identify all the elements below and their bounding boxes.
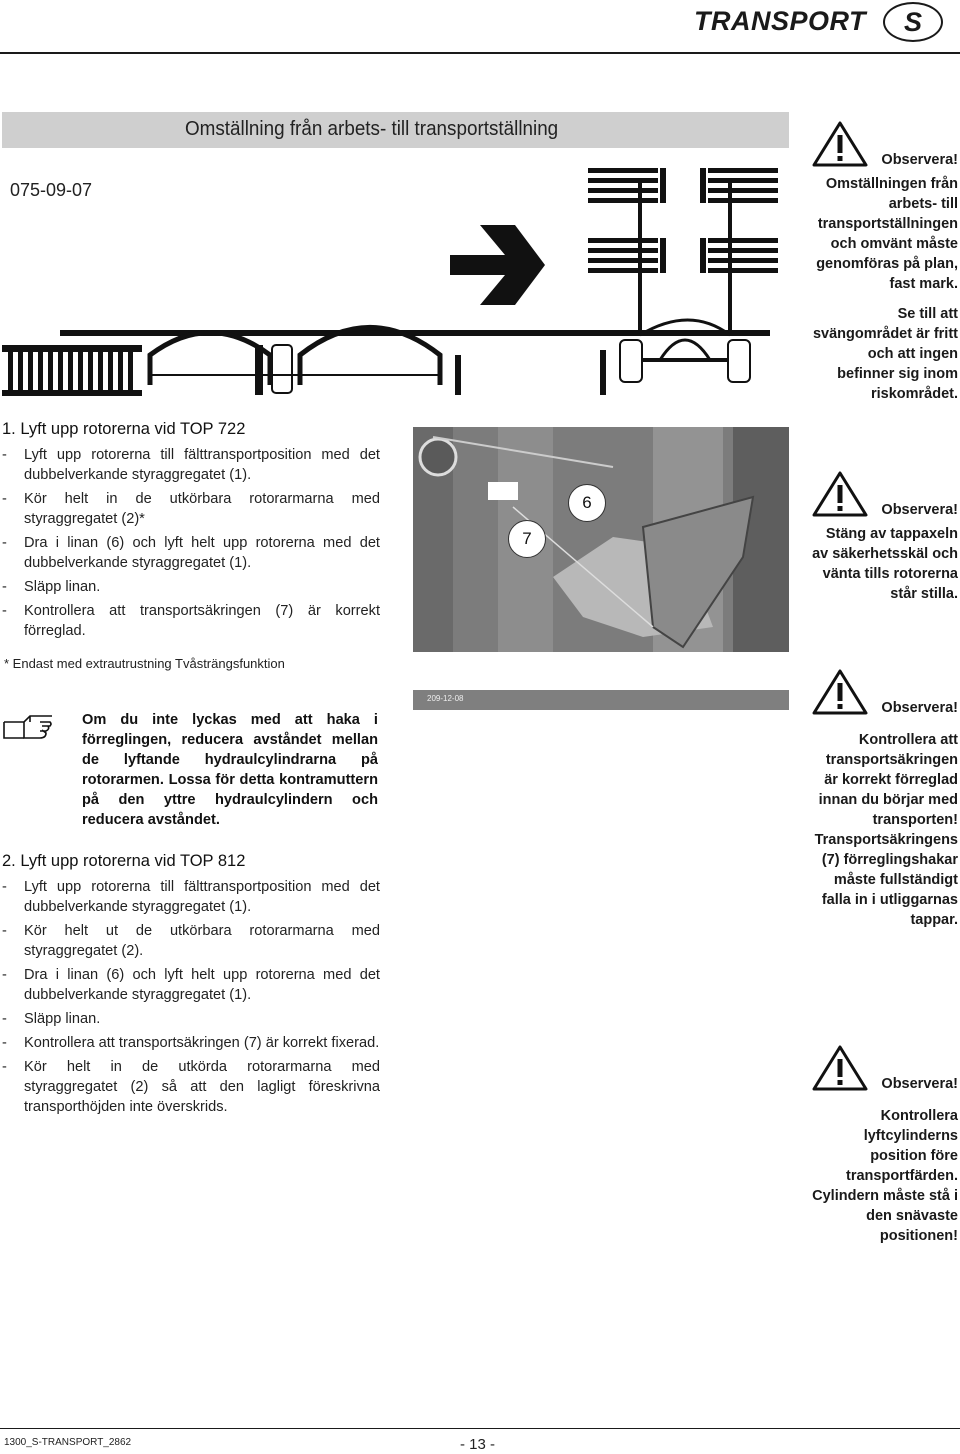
step2-heading: 2. Lyft upp rotorerna vid TOP 812: [2, 852, 246, 870]
list-item: -Kör helt in de utkörda rotorarmarna med…: [2, 1059, 380, 1115]
header-divider: [0, 52, 960, 54]
warning-body: Omställningen från arbets- till transpor…: [816, 176, 958, 292]
list-item: -Dra i linan (6) och lyft helt upp rotor…: [2, 967, 380, 1003]
photo-label-6: 6: [568, 484, 606, 522]
photo-label-7: 7: [508, 520, 546, 558]
warning-triangle-icon: [812, 471, 868, 517]
warning-title: Observera!: [881, 502, 958, 518]
list-item: -Kontrollera att transportsäkringen (7) …: [2, 1035, 380, 1051]
warning-triangle-icon: [812, 669, 868, 715]
list-item: -Kör helt in de utkörbara rotorarmarna m…: [2, 491, 380, 527]
list-item: -Släpp linan.: [2, 579, 101, 595]
warning-box-2: Observera! Stäng av tappaxeln av säkerhe…: [812, 470, 958, 604]
list-item: -Kontrollera att transportsäkringen (7) …: [2, 603, 380, 639]
working-position-diagram: [2, 325, 770, 396]
list-item: -Släpp linan.: [2, 1011, 101, 1027]
warning-triangle-icon: [812, 121, 868, 167]
photo-illustration: [413, 427, 789, 652]
header-title: TRANSPORT: [694, 6, 867, 36]
transport-position-diagram: [588, 168, 778, 383]
warning-triangle-icon: [812, 1045, 868, 1091]
pointing-hand-icon: [3, 715, 52, 739]
footer-divider: [0, 1428, 960, 1429]
section-title: Omställning från arbets- till transports…: [185, 117, 559, 140]
list-item: -Dra i linan (6) och lyft helt upp rotor…: [2, 535, 380, 571]
warning-box-3: Observera! Kontrollera att transportsäkr…: [812, 668, 958, 930]
page-number: - 13 -: [460, 1436, 496, 1453]
step1-heading: 1. Lyft upp rotorerna vid TOP 722: [2, 420, 246, 438]
list-item: -Kör helt ut de utkörbara rotorarmarna m…: [2, 923, 380, 959]
warning-box-1: Observera! Omställningen från arbets- ti…: [812, 120, 958, 404]
arrow-right-icon: [450, 225, 545, 305]
step1-list: -Lyft upp rotorerna till fälttransportpo…: [2, 445, 380, 641]
warning-body-2: Se till att svängområdet är fritt och at…: [812, 306, 958, 402]
detail-photo: 6 7: [413, 427, 789, 652]
photo-stamp: 209-12-08: [427, 694, 464, 703]
step2-list: -Lyft upp rotorerna till fälttransportpo…: [2, 877, 380, 1117]
section-band: [2, 112, 789, 148]
footnote: * Endast med extrautrustning Tvåsträngsf…: [4, 656, 285, 671]
warning-body: Kontrollera att transportsäkringen är ko…: [814, 732, 958, 928]
warning-body: Kontrollera lyftcylinderns position före…: [812, 1108, 958, 1244]
language-badge: S: [883, 2, 943, 42]
list-item: -Lyft upp rotorerna till fälttransportpo…: [2, 447, 380, 483]
warning-title: Observera!: [881, 700, 958, 716]
photo-strip: 209-12-08: [413, 690, 789, 710]
warning-body: Stäng av tappaxeln av säkerhetsskäl och …: [812, 526, 958, 602]
note-text: Om du inte lyckas med att haka i förregl…: [82, 712, 378, 828]
section-date: 075-09-07: [10, 180, 93, 200]
machine-diagram: [2, 168, 778, 396]
warning-title: Observera!: [881, 1076, 958, 1092]
footer-code: 1300_S-TRANSPORT_2862: [4, 1437, 132, 1448]
wheel-icon: [271, 344, 293, 394]
warning-title: Observera!: [881, 152, 958, 168]
warning-box-4: Observera! Kontrollera lyftcylinderns po…: [812, 1044, 958, 1246]
list-item: -Lyft upp rotorerna till fälttransportpo…: [2, 879, 380, 915]
